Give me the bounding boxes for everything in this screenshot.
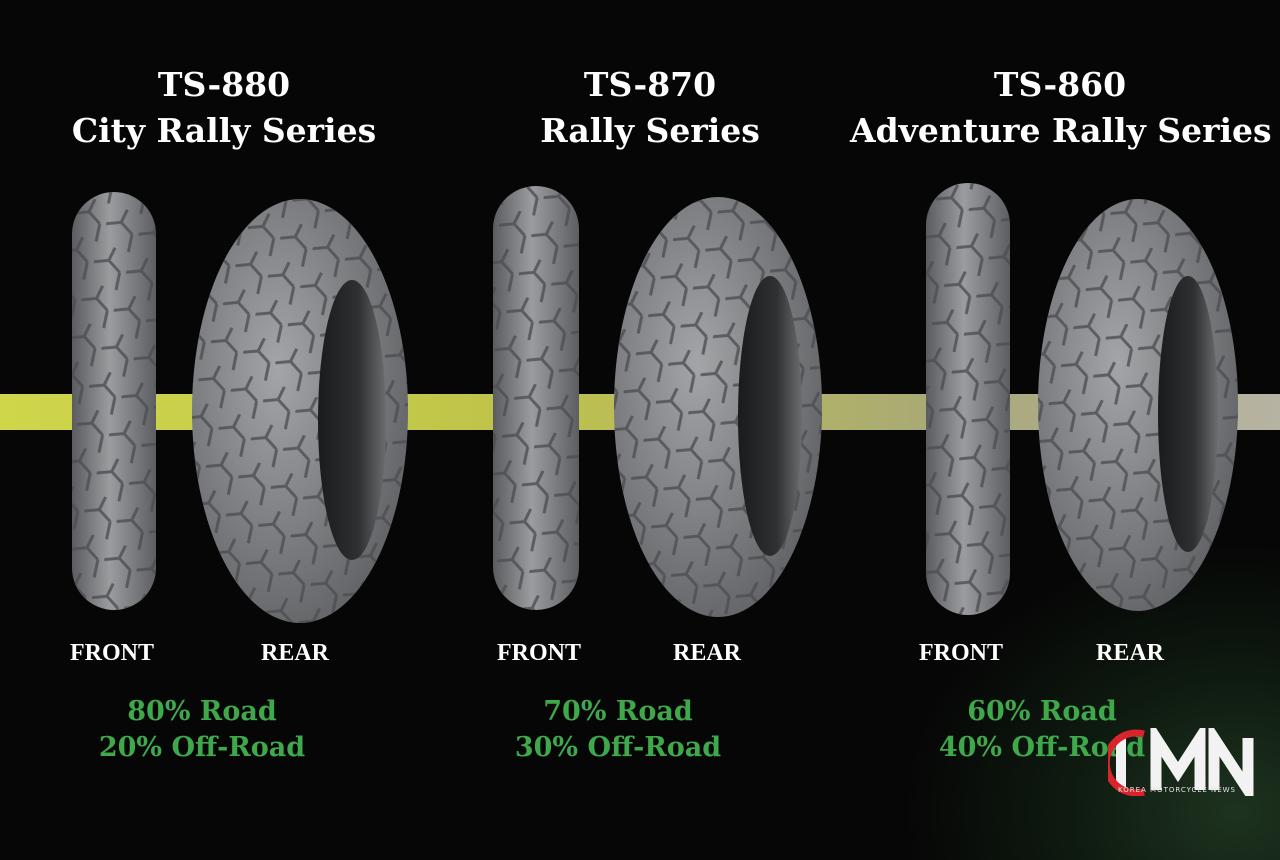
ts880-rear-label: REAR [261, 640, 330, 666]
offroad-ratio: 20% Off-Road [98, 732, 306, 763]
kmn-logo [1108, 728, 1254, 796]
road-ratio: 80% Road [127, 696, 277, 727]
offroad-ratio: 30% Off-Road [514, 732, 722, 763]
ts860-front-label: FRONT [919, 640, 1003, 666]
ts860-front-tire [926, 183, 1010, 615]
ts880-front-label: FRONT [70, 640, 154, 666]
ts870-ratio: 70% Road 30% Off-Road [408, 694, 828, 766]
logo-subtitle: KOREA MOTORCYCLE NEWS [1118, 786, 1236, 794]
ts870-front-label: FRONT [497, 640, 581, 666]
series-name: Adventure Rally Series [850, 111, 1272, 150]
ts870-rear-tire [614, 197, 822, 617]
series-name: Rally Series [540, 111, 760, 150]
model-name: TS-880 [157, 65, 291, 104]
ts870-rear-label: REAR [673, 640, 742, 666]
ts880-ratio: 80% Road 20% Off-Road [0, 694, 412, 766]
title-ts870: TS-870 Rally Series [440, 62, 860, 154]
ts880-rear-tire [192, 199, 408, 623]
tire-illustrations [72, 183, 1238, 623]
ts860-rear-label: REAR [1096, 640, 1165, 666]
series-name: City Rally Series [71, 111, 377, 150]
ts860-rear-tire [1038, 199, 1238, 611]
title-ts880: TS-880 City Rally Series [14, 62, 434, 154]
title-ts860: TS-860 Adventure Rally Series [850, 62, 1272, 154]
ts880-front-tire [72, 192, 156, 610]
road-ratio: 60% Road [967, 696, 1117, 727]
model-name: TS-870 [583, 65, 717, 104]
ts870-front-tire [493, 186, 579, 610]
model-name: TS-860 [993, 65, 1127, 104]
road-ratio: 70% Road [543, 696, 693, 727]
